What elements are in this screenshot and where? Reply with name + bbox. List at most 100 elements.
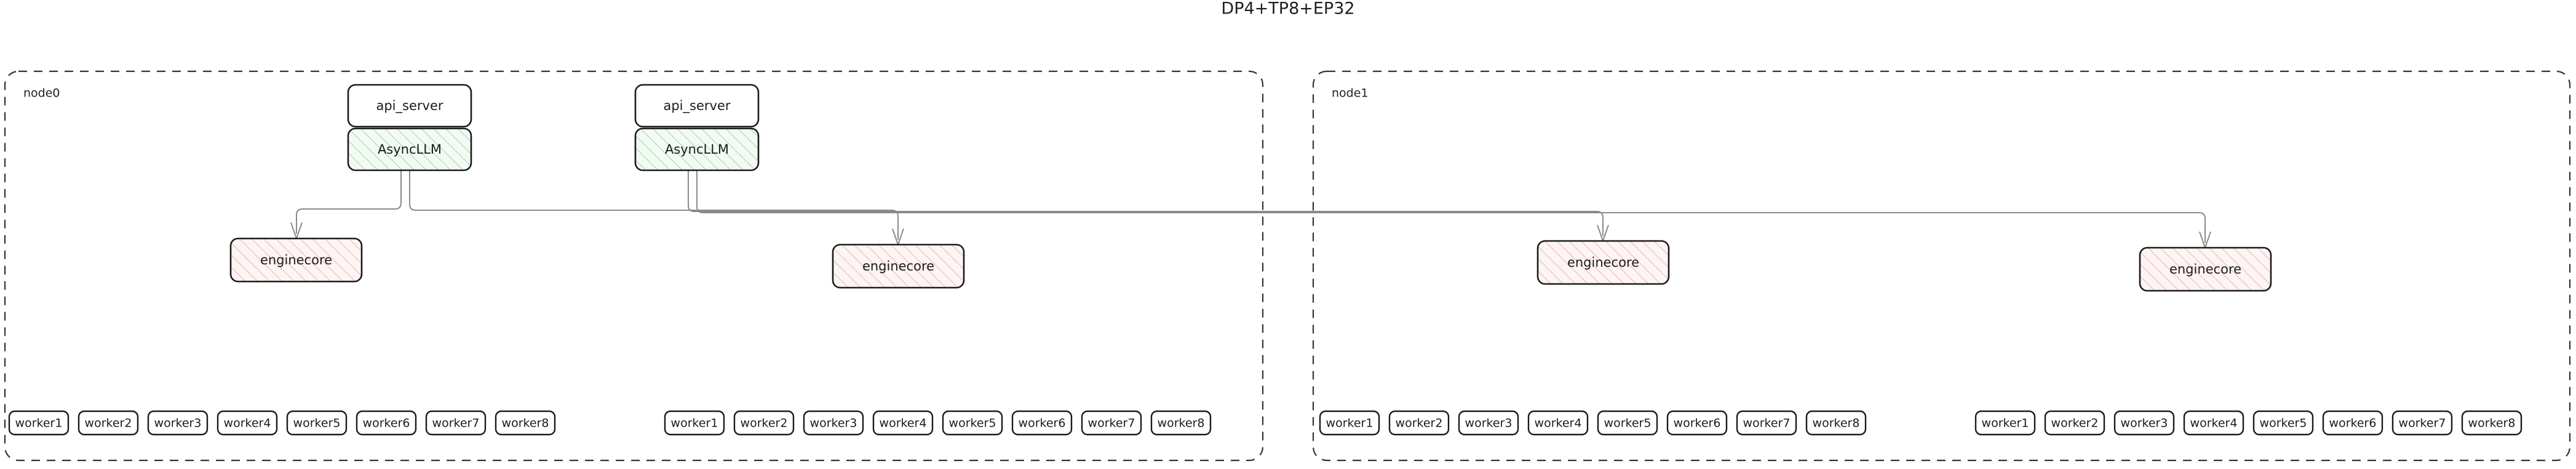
worker-box-rect	[495, 410, 556, 436]
worker-box-rect	[1458, 410, 1519, 436]
enginecore-box-node0-1[interactable]: enginecore	[832, 243, 965, 289]
worker-label: worker5	[949, 417, 996, 430]
worker-label: worker4	[1535, 417, 1582, 430]
worker-box[interactable]: worker1	[1319, 410, 1380, 436]
cluster-label-node1: node1	[1332, 87, 1369, 100]
worker-box-rect	[425, 410, 487, 436]
worker-box[interactable]: worker1	[664, 410, 725, 436]
worker-box-rect	[2252, 410, 2314, 436]
worker-box-rect	[733, 410, 795, 436]
worker-box-rect	[1011, 410, 1073, 436]
worker-label: worker7	[1743, 417, 1791, 430]
worker-group-node0-1: worker1 worker2 worker3 worker4 worker5 worke…	[664, 410, 1212, 436]
worker-box[interactable]: worker5	[942, 410, 1003, 436]
cluster-label-node0: node0	[23, 87, 60, 100]
worker-box[interactable]: worker2	[78, 410, 139, 436]
worker-box-rect	[2391, 410, 2453, 436]
worker-box[interactable]: worker2	[1388, 410, 1450, 436]
enginecore-box-node0-0-label: enginecore	[260, 253, 332, 267]
worker-box-rect	[2113, 410, 2175, 436]
worker-label: worker6	[1674, 417, 1721, 430]
worker-box[interactable]: worker4	[217, 410, 278, 436]
worker-box-rect	[1081, 410, 1142, 436]
asyncllm-box-node0-0[interactable]: AsyncLLM	[347, 127, 472, 171]
enginecore-box-node1-0[interactable]: enginecore	[1536, 240, 1670, 285]
page-title: DP4+TP8+EP32	[1221, 0, 1354, 18]
asyncllm-box-node0-1-rect	[634, 127, 760, 171]
worker-box[interactable]: worker7	[1081, 410, 1142, 436]
worker-box[interactable]: worker6	[1666, 410, 1728, 436]
worker-label: worker3	[1465, 417, 1513, 430]
worker-label: worker8	[502, 417, 549, 430]
worker-box[interactable]: worker4	[872, 410, 934, 436]
worker-label: worker2	[1396, 417, 1443, 430]
worker-box[interactable]: worker5	[2252, 410, 2314, 436]
worker-label: worker4	[880, 417, 927, 430]
worker-group-node1-1: worker1 worker2 worker3 worker4 worker5 worke…	[1974, 410, 2522, 436]
worker-box[interactable]: worker1	[8, 410, 70, 436]
worker-box-rect	[286, 410, 348, 436]
worker-box[interactable]: worker3	[2113, 410, 2175, 436]
worker-box[interactable]: worker6	[2322, 410, 2383, 436]
enginecore-box-node0-0-rect	[229, 237, 363, 283]
api-server-box-node0-0-label: api_server	[376, 98, 443, 114]
worker-box[interactable]: worker8	[1805, 410, 1867, 436]
worker-box[interactable]: worker7	[425, 410, 487, 436]
worker-label: worker1	[1326, 417, 1373, 430]
asyncllm-box-node0-0-label: AsyncLLM	[378, 142, 442, 157]
worker-box-rect	[356, 410, 417, 436]
worker-box-rect	[803, 410, 864, 436]
worker-box[interactable]: worker6	[1011, 410, 1073, 436]
worker-box-rect	[1597, 410, 1658, 436]
api-server-box-node0-1-rect	[634, 84, 760, 128]
worker-box-rect	[2322, 410, 2383, 436]
asyncllm-box-node0-1[interactable]: AsyncLLM	[634, 127, 760, 171]
worker-box[interactable]: worker5	[1597, 410, 1658, 436]
worker-group-node0-0: worker1 worker2 worker3 worker4 worker5 worke…	[8, 410, 556, 436]
worker-box[interactable]: worker7	[2391, 410, 2453, 436]
worker-label: worker5	[293, 417, 341, 430]
enginecore-box-node0-0[interactable]: enginecore	[229, 237, 363, 283]
worker-box[interactable]: worker1	[1974, 410, 2036, 436]
worker-label: worker3	[154, 417, 202, 430]
enginecore-box-node1-0-rect	[1536, 240, 1670, 285]
worker-box-rect	[1150, 410, 1212, 436]
worker-label: worker1	[671, 417, 718, 430]
worker-box[interactable]: worker2	[733, 410, 795, 436]
worker-box[interactable]: worker8	[1150, 410, 1212, 436]
worker-box[interactable]: worker3	[1458, 410, 1519, 436]
cluster-border-node1	[1312, 70, 2571, 462]
worker-label: worker6	[2329, 417, 2377, 430]
edge-connector	[688, 170, 1604, 236]
worker-box[interactable]: worker8	[2461, 410, 2522, 436]
api-server-box-node0-1[interactable]: api_server	[634, 84, 760, 128]
enginecore-box-node0-1-label: enginecore	[862, 259, 934, 274]
worker-label: worker6	[1019, 417, 1066, 430]
worker-box[interactable]: worker5	[286, 410, 348, 436]
enginecore-box-node1-1-rect	[2139, 246, 2272, 292]
api-server-box-node0-0-rect	[347, 84, 472, 128]
asyncllm-box-node0-0-rect	[347, 127, 472, 171]
worker-box[interactable]: worker7	[1736, 410, 1797, 436]
worker-box-rect	[1666, 410, 1728, 436]
worker-box[interactable]: worker2	[2044, 410, 2105, 436]
worker-box-rect	[1388, 410, 1450, 436]
worker-label: worker2	[85, 417, 132, 430]
worker-box[interactable]: worker3	[147, 410, 209, 436]
worker-box[interactable]: worker3	[803, 410, 864, 436]
edge-connector	[696, 170, 2206, 243]
worker-box-rect	[1736, 410, 1797, 436]
worker-label: worker7	[432, 417, 480, 430]
cluster-node1: node1	[1312, 70, 2571, 462]
worker-box[interactable]: worker6	[356, 410, 417, 436]
worker-box[interactable]: worker4	[1527, 410, 1589, 436]
enginecore-box-node1-1[interactable]: enginecore	[2139, 246, 2272, 292]
worker-label: worker8	[1813, 417, 1860, 430]
worker-box-rect	[78, 410, 139, 436]
worker-box[interactable]: worker4	[2183, 410, 2244, 436]
api-server-box-node0-0[interactable]: api_server	[347, 84, 472, 128]
worker-box[interactable]: worker8	[495, 410, 556, 436]
edge-connector	[409, 170, 899, 240]
worker-box-rect	[664, 410, 725, 436]
